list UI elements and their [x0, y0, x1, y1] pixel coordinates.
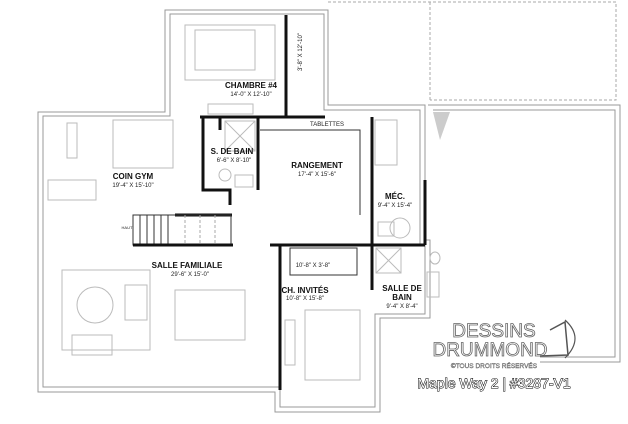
patio-outline: [328, 1, 617, 101]
staircase[interactable]: [132, 214, 233, 247]
room-dim-coin-gym: 19'-4" X 15'-10": [112, 183, 153, 189]
room-name-salle-de-bain-2: BAIN: [392, 293, 412, 302]
room-name-ch-invites: CH. INVITÉS: [281, 286, 329, 295]
copyright-text: ©TOUS DROITS RÉSERVÉS: [451, 361, 538, 370]
room-dim-rangement: 17'-4" X 15'-6": [298, 172, 336, 178]
room-name-salle-familiale: SALLE FAMILIALE: [152, 261, 223, 270]
label-tablettes: TABLETTES: [310, 122, 344, 128]
room-name-mec: MÉC.: [385, 192, 405, 201]
room-dim-ch-invites: 10'-8" X 15'-8": [286, 296, 324, 302]
room-dim-mec: 9'-4" X 15'-4": [378, 203, 413, 209]
room-name-chambre-4: CHAMBRE #4: [225, 81, 278, 90]
room-name-coin-gym: COIN GYM: [113, 172, 154, 181]
room-name-s-de-bain: S. DE BAIN: [211, 147, 254, 156]
stairs-label: HAUT: [122, 225, 133, 230]
room-dim-s-de-bain: 6'-6" X 8'-10": [217, 158, 252, 164]
brand-mark-icon: [539, 320, 569, 357]
unexcavated-area: [428, 104, 621, 363]
brand-line-2: DRUMMOND: [432, 340, 547, 361]
furniture: [47, 24, 441, 381]
brand-line-1: DESSINS: [452, 321, 535, 342]
brand-logo: DESSINS DRUMMOND ©TOUS DROITS RÉSERVÉS: [432, 319, 576, 370]
room-name-rangement: RANGEMENT: [291, 161, 343, 170]
room-name-salle-de-bain-1: SALLE DE: [382, 284, 422, 293]
plan-title: Maple Way 2 | #3287-V1: [417, 375, 571, 391]
closet-dim-ch-invites: 10'-8" X 3'-8": [296, 263, 331, 269]
closet-dim-chambre-4: 3'-8" X 12'-10": [298, 33, 304, 71]
room-dim-salle-de-bain: 9'-4" X 8'-4": [386, 304, 417, 310]
room-dim-chambre-4: 14'-0" X 12'-10": [230, 92, 271, 98]
exterior-walls: [37, 9, 431, 413]
room-dim-salle-familiale: 29'-6" X 15'-0": [171, 272, 209, 278]
